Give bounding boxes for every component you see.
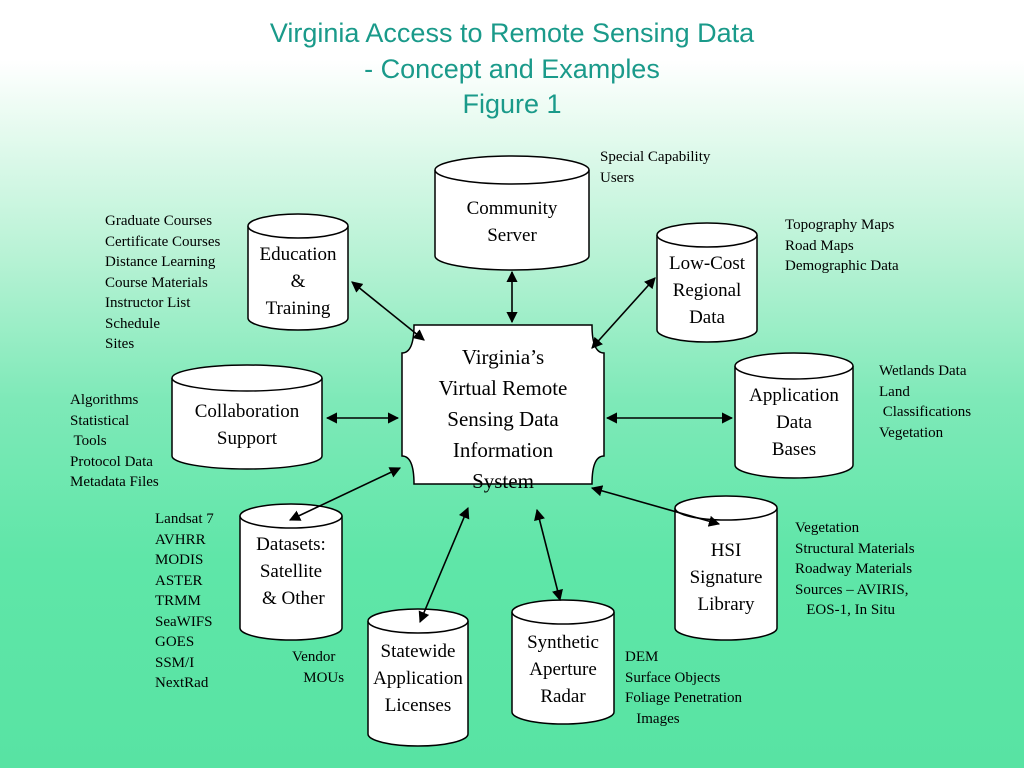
central-system-label: Virginia’s Virtual Remote Sensing Data I…	[438, 345, 568, 493]
synthetic-aperture-radar-cylinder	[511, 599, 615, 725]
collaboration-support-cylinder	[171, 364, 323, 470]
connector-datasets	[288, 467, 402, 521]
hsi-library-label: HSI Signature Library	[689, 540, 763, 615]
application-data-bases-cylinder	[734, 352, 854, 479]
community-server-cylinder	[434, 155, 590, 271]
statewide-licenses-label: Statewide Application Licenses	[373, 641, 463, 716]
note-education-items: Graduate Courses Certificate Courses Dis…	[105, 213, 221, 352]
connector-low-cost-data	[591, 277, 656, 349]
note-sar-items: DEM Surface Objects Foliage Penetration …	[625, 649, 743, 727]
connector-statewide-licenses	[418, 506, 470, 624]
note-low-cost-data-items: Topography Maps Road Maps Demographic Da…	[785, 217, 899, 274]
note-hsi-items: Vegetation Structural Materials Roadway …	[795, 520, 915, 618]
connector-hsi-library	[590, 485, 721, 527]
central-system-box	[401, 324, 605, 485]
education-training-cylinder	[247, 213, 349, 331]
note-special-capability-users: Special Capability Users	[600, 149, 711, 186]
diagram-title-line-2: - Concept and Examples	[364, 54, 660, 84]
low-cost-regional-data-cylinder	[656, 222, 758, 343]
synthetic-aperture-radar-label: Synthetic Aperture Radar	[527, 632, 599, 707]
community-server-label: Community Server	[466, 198, 558, 246]
connector-education	[351, 281, 425, 341]
connector-sar	[534, 508, 563, 602]
diagram-title-line-1: Virginia Access to Remote Sensing Data	[269, 18, 755, 48]
low-cost-regional-data-label: Low-Cost Regional Data	[669, 253, 745, 328]
diagram-title-line-3: Figure 1	[462, 89, 562, 119]
note-satellite-items: Landsat 7 AVHRR MODIS ASTER TRMM SeaWIFS…	[155, 511, 214, 691]
education-training-label: Education & Training	[259, 244, 337, 319]
datasets-label: Datasets: Satellite & Other	[256, 534, 326, 609]
note-wetlands-items: Wetlands Data Land Classifications Veget…	[879, 363, 972, 441]
application-data-bases-label: Application Data Bases	[749, 385, 839, 460]
note-algorithms-items: Algorithms Statistical Tools Protocol Da…	[70, 392, 159, 490]
collaboration-support-label: Collaboration Support	[194, 401, 300, 449]
note-vendor-mous: Vendor MOUs	[292, 649, 345, 686]
